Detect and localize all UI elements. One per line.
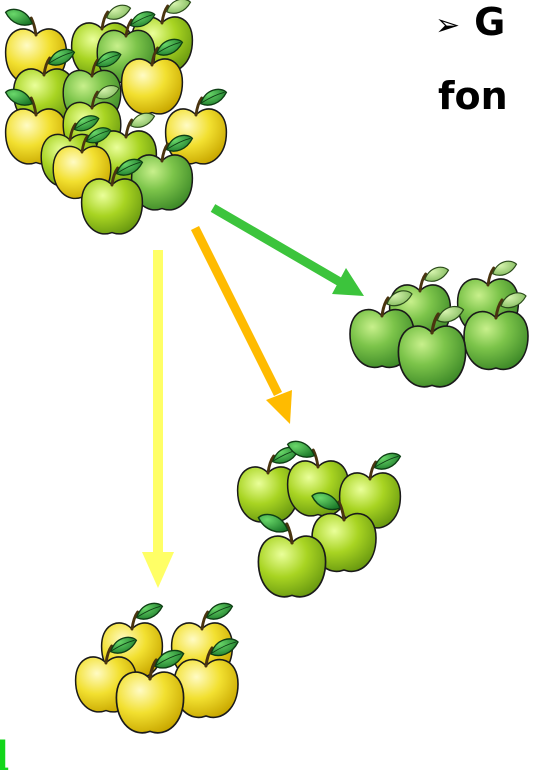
orange-arrow-icon xyxy=(195,228,292,424)
lime-apple-group-icon xyxy=(238,441,401,597)
green-apple-group-icon xyxy=(350,261,528,387)
green-arrow-icon xyxy=(213,208,364,296)
yellow-arrow-icon xyxy=(142,250,174,588)
yellow-apple-group-icon xyxy=(76,603,238,733)
mixed-apple-pile-icon xyxy=(6,0,227,234)
